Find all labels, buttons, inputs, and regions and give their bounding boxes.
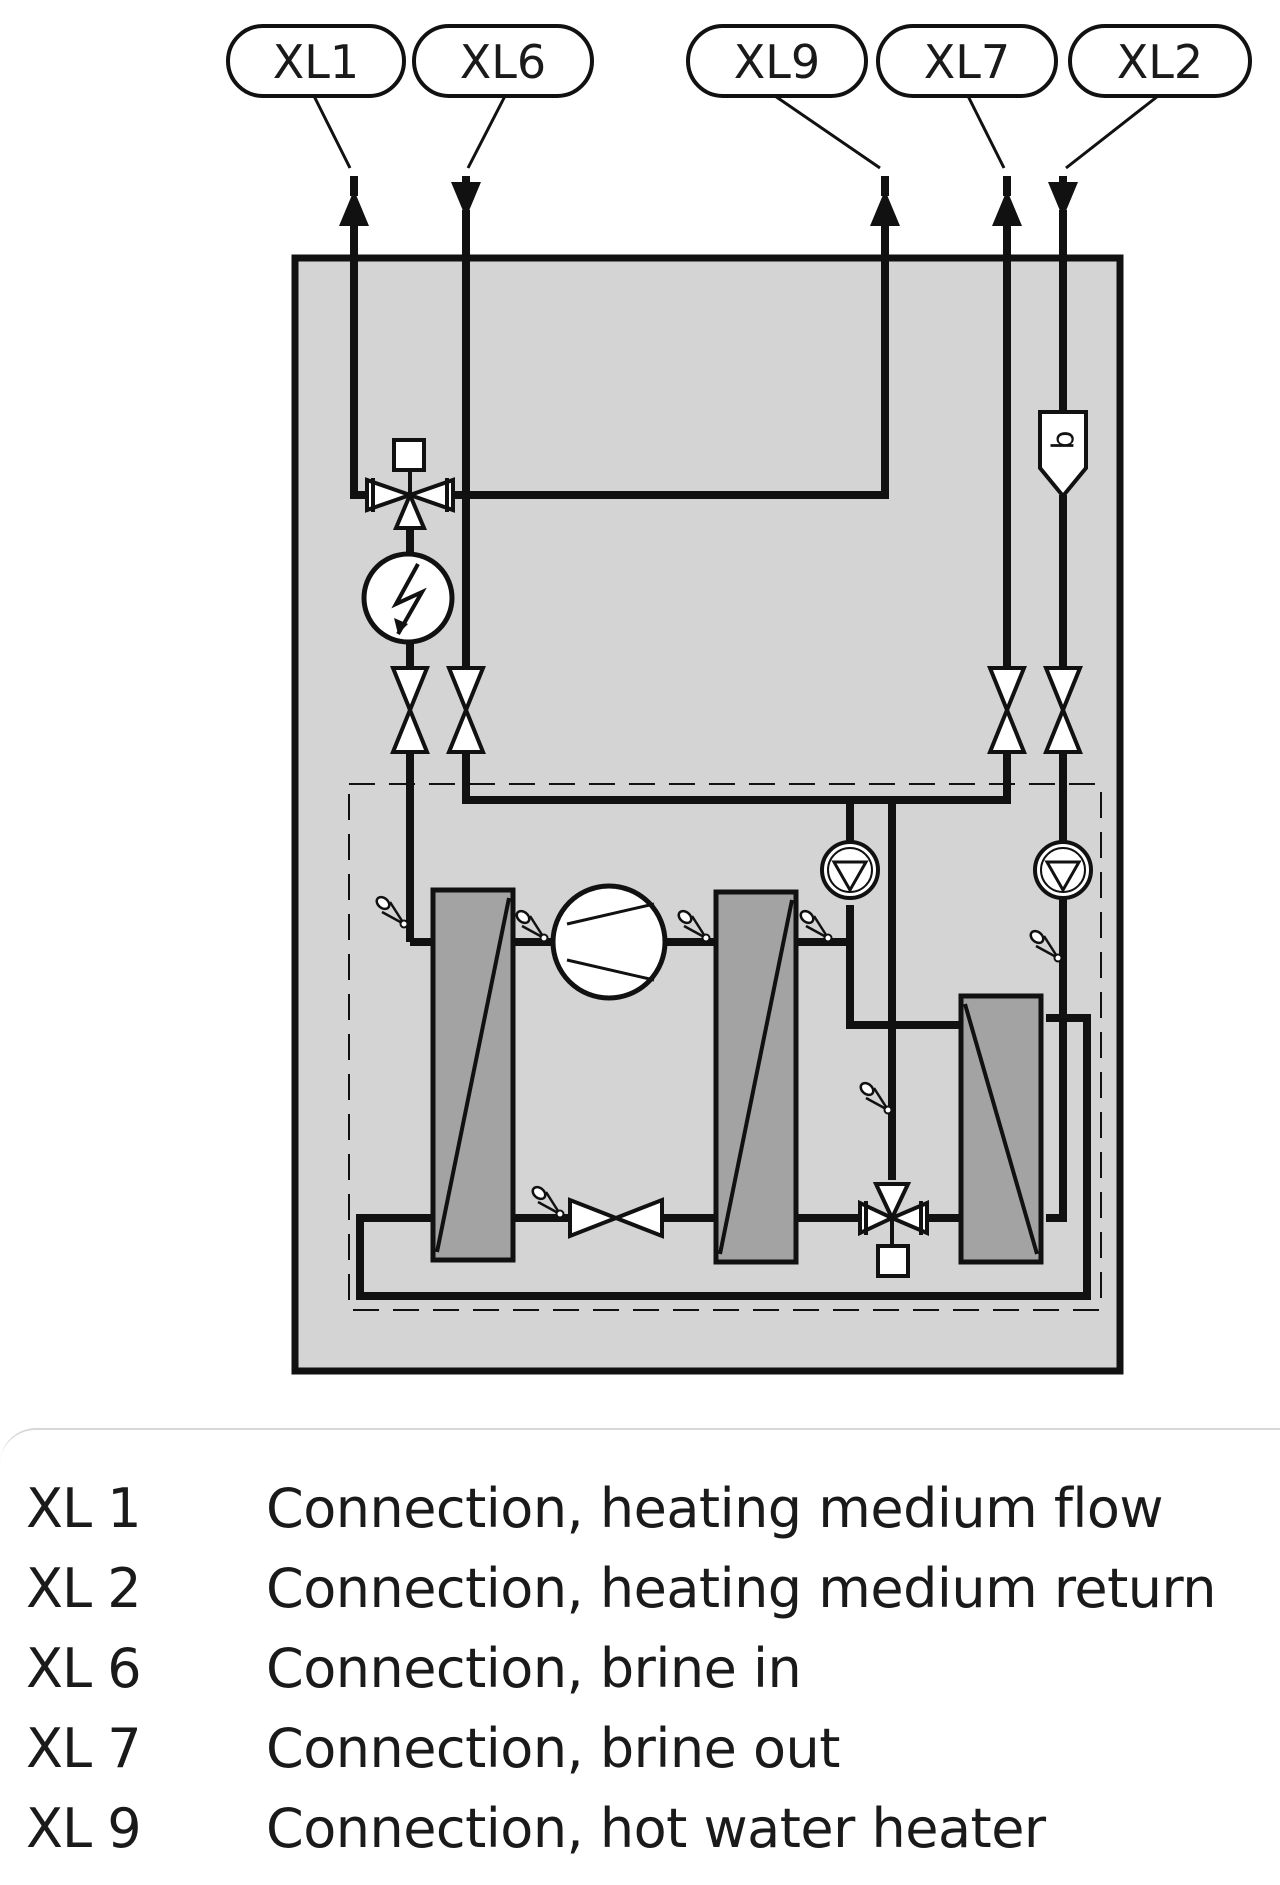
pipework — [350, 210, 1091, 1300]
tag-leaders — [312, 94, 1159, 170]
legend-code: XL 2 — [26, 1556, 142, 1620]
legend-code: XL 7 — [26, 1716, 142, 1780]
shunt-valve-icon — [858, 1182, 929, 1278]
tag-xl2-label: XL2 — [1117, 35, 1203, 89]
compressor-icon — [550, 883, 668, 1001]
legend-divider — [0, 1428, 1280, 1468]
legend-description: Connection, brine out — [266, 1716, 840, 1780]
legend-code: XL 6 — [26, 1636, 142, 1700]
connection-arrows — [339, 182, 1078, 226]
legend-description: Connection, brine in — [266, 1636, 802, 1700]
tag-xl7: XL7 — [876, 24, 1058, 98]
desuperheater-exchanger — [958, 993, 1044, 1265]
legend-row-xl1: XL 1 Connection, heating medium flow — [26, 1468, 1266, 1548]
legend-code: XL 9 — [26, 1796, 142, 1860]
evaporator-exchanger — [713, 889, 799, 1265]
tag-xl1: XL1 — [226, 24, 406, 98]
shut-off-valve-icon — [390, 666, 1083, 754]
tag-xl1-label: XL1 — [273, 35, 359, 89]
circulation-pump-icon — [820, 840, 880, 900]
legend-description: Connection, heating medium flow — [266, 1476, 1164, 1540]
cooling-module-boundary — [348, 783, 1102, 1311]
heat-pump-schematic: XL1 XL6 XL9 XL7 XL2 — [226, 24, 1252, 1375]
filter-symbol: q — [1049, 430, 1084, 449]
tag-xl7-label: XL7 — [924, 35, 1010, 89]
tag-xl9-label: XL9 — [734, 35, 820, 89]
condenser-exchanger — [430, 887, 516, 1263]
tag-xl6: XL6 — [412, 24, 594, 98]
circulation-pump-icon — [1033, 840, 1093, 900]
legend: XL 1 Connection, heating medium flow XL … — [26, 1468, 1266, 1868]
legend-row-xl2: XL 2 Connection, heating medium return — [26, 1548, 1266, 1628]
legend-description: Connection, hot water heater — [266, 1796, 1046, 1860]
tag-xl9: XL9 — [686, 24, 868, 98]
legend-row-xl9: XL 9 Connection, hot water heater — [26, 1788, 1266, 1868]
legend-row-xl6: XL 6 Connection, brine in — [26, 1628, 1266, 1708]
legend-code: XL 1 — [26, 1476, 142, 1540]
legend-row-xl7: XL 7 Connection, brine out — [26, 1708, 1266, 1788]
particle-filter-icon: q — [1038, 410, 1088, 500]
tag-xl6-label: XL6 — [460, 35, 546, 89]
tag-xl2: XL2 — [1068, 24, 1252, 98]
shunt-valve-icon — [365, 438, 455, 530]
electric-heater-icon — [361, 551, 455, 645]
expansion-valve-icon — [568, 1197, 664, 1239]
legend-description: Connection, heating medium return — [266, 1556, 1216, 1620]
